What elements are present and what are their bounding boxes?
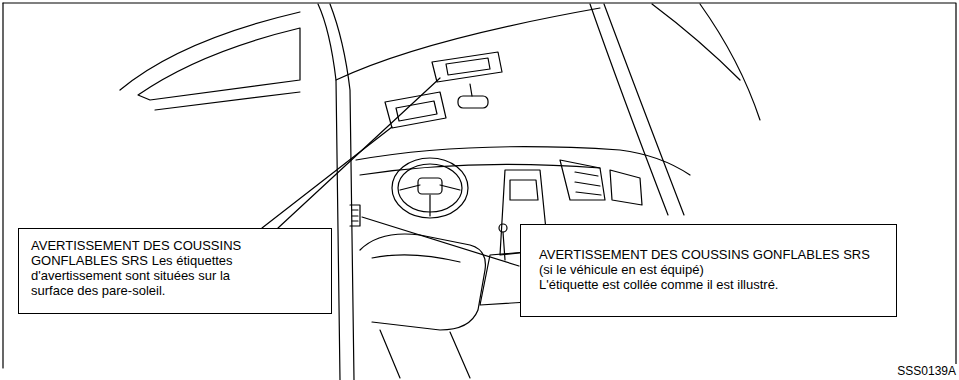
wheel-hub [418, 178, 442, 194]
seat-cushion [360, 234, 485, 330]
frame [2, 3, 3, 368]
door-pillar [330, 4, 354, 380]
visor-label [396, 101, 437, 121]
sun-visor [385, 92, 446, 128]
sun-visor [432, 52, 502, 82]
callout-box: AVERTISSEMENT DES COUSSINS GONFLABLES SR… [520, 224, 897, 317]
pillar-label-lines [352, 210, 358, 221]
dashboard [356, 147, 690, 175]
gear-knob [499, 224, 507, 232]
radio [510, 180, 538, 200]
seat-rails [380, 330, 470, 378]
steering-wheel [392, 158, 468, 218]
vent [560, 160, 605, 200]
callout-text: AVERTISSEMENT DES COUSSINS GONFLABLES SR… [539, 247, 878, 277]
roof-line [120, 12, 300, 90]
callout-box: AVERTISSEMENT DES COUSSINS GONFLABLES SR… [18, 228, 332, 314]
mirror-stem [470, 84, 472, 96]
window-line [700, 4, 760, 120]
seat-seam [372, 255, 460, 262]
vent [610, 170, 642, 205]
vent-slats [575, 172, 601, 195]
pillar-label [350, 205, 360, 226]
a-pillar [604, 4, 684, 215]
visor-label [446, 58, 490, 75]
door-pillar [318, 4, 340, 380]
wheel-spokes [400, 185, 460, 216]
gear-lever [503, 232, 505, 260]
callout-text: L'étiquette est collée comme il est illu… [539, 277, 878, 292]
leader-line [362, 217, 519, 266]
side-window [138, 28, 300, 100]
roof-line [652, 4, 740, 80]
figure-code: SSS0139A [896, 364, 957, 378]
frame [3, 3, 956, 368]
belt-line [155, 92, 300, 110]
mirror [458, 96, 488, 108]
leader-line [262, 127, 392, 228]
a-pillar [590, 4, 668, 215]
callout-text: AVERTISSEMENT DES COUSSINS GONFLABLES SR… [31, 238, 271, 298]
leader-line [278, 78, 440, 228]
roof-edge [336, 8, 600, 80]
